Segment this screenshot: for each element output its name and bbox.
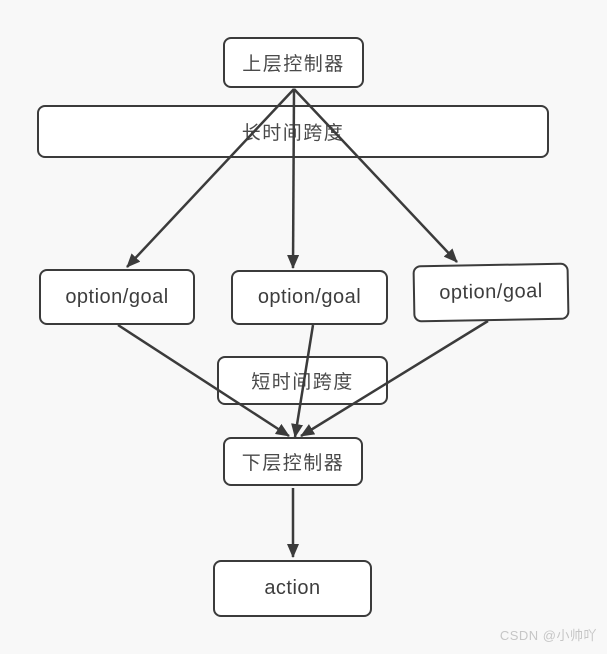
node-lower-controller-label: 下层控制器	[241, 453, 345, 474]
node-option-goal-1: option/goal	[39, 269, 195, 325]
node-action: action	[213, 560, 372, 617]
node-option-goal-3-label: option/goal	[439, 280, 543, 304]
node-long-time-span: 长时间跨度	[37, 105, 549, 158]
node-short-time-span: 短时间跨度	[217, 356, 388, 405]
node-upper-controller: 上层控制器	[223, 37, 364, 88]
node-lower-controller: 下层控制器	[223, 437, 363, 486]
node-upper-controller-label: 上层控制器	[242, 54, 345, 75]
node-action-label: action	[264, 577, 321, 599]
node-option-goal-2: option/goal	[231, 270, 388, 325]
node-short-time-span-label: 短时间跨度	[251, 372, 354, 393]
node-option-goal-3: option/goal	[412, 262, 570, 323]
node-option-goal-2-label: option/goal	[257, 286, 362, 308]
node-option-goal-1-label: option/goal	[65, 285, 169, 308]
node-long-time-span-label: 长时间跨度	[241, 123, 345, 144]
csdn-watermark: CSDN @小帅吖	[499, 628, 597, 643]
